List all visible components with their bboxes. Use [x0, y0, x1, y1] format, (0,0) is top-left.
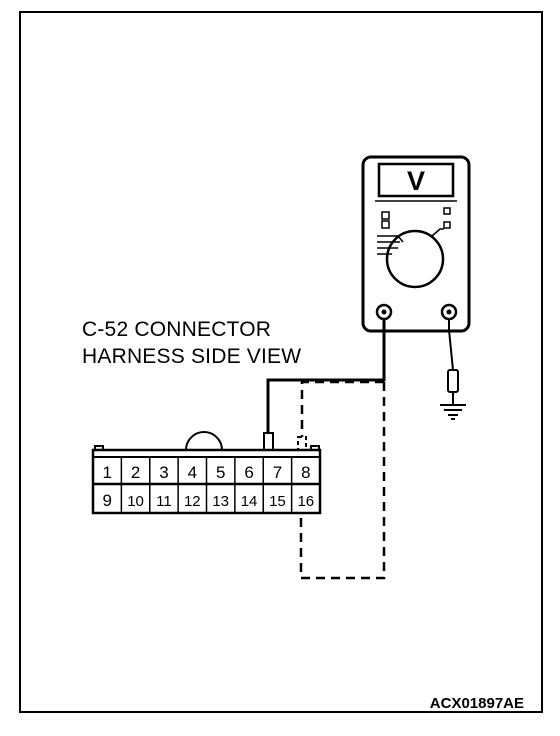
voltmeter-display-value: V [407, 166, 425, 196]
mode-indicator-icon [443, 221, 451, 229]
pin-label: 9 [102, 491, 111, 510]
ground-symbol-icon [440, 404, 466, 420]
pin-label: 14 [241, 493, 258, 510]
positive-terminal-center [381, 309, 387, 315]
selector-dial-icon [385, 229, 445, 289]
alternate-test-lead [300, 380, 384, 437]
mode-indicator-icon [381, 220, 390, 229]
pin-label: 5 [216, 463, 225, 482]
mode-indicator-icon [443, 207, 451, 215]
dial-range-mark [431, 228, 444, 237]
pin-label: 16 [297, 493, 314, 510]
pin-label: 7 [273, 463, 282, 482]
pin-label: 11 [156, 493, 172, 510]
pin-label: 13 [212, 493, 229, 510]
pin-label: 4 [188, 463, 197, 482]
positive-test-lead [266, 319, 386, 433]
pin-dividers [120, 457, 293, 513]
voltmeter: V [361, 155, 471, 333]
pin-label: 1 [102, 463, 111, 482]
pin-label: 6 [244, 463, 253, 482]
pin-label: 12 [184, 493, 201, 510]
connector-label-line-1: C-52 CONNECTOR [82, 318, 272, 341]
pin-row-bottom: 9 10 11 12 13 14 15 16 [102, 491, 314, 510]
ground-clip-icon [447, 369, 459, 393]
mode-indicator-icon [381, 211, 390, 220]
pin-label: 8 [301, 463, 310, 482]
negative-terminal-center [446, 309, 452, 315]
figure-id: ACX01897AE [429, 695, 524, 712]
pin-label: 15 [269, 493, 286, 510]
connector-label-line-2: HARNESS SIDE VIEW [82, 345, 302, 368]
ground-lead [448, 319, 454, 371]
pin-label: 2 [131, 463, 140, 482]
pin-label: 10 [127, 493, 144, 510]
voltmeter-display [377, 162, 455, 198]
diagram-frame [19, 11, 543, 713]
pin-label: 3 [159, 463, 168, 482]
dial-range-mark [377, 235, 404, 243]
connector-lock-tab [185, 431, 223, 451]
